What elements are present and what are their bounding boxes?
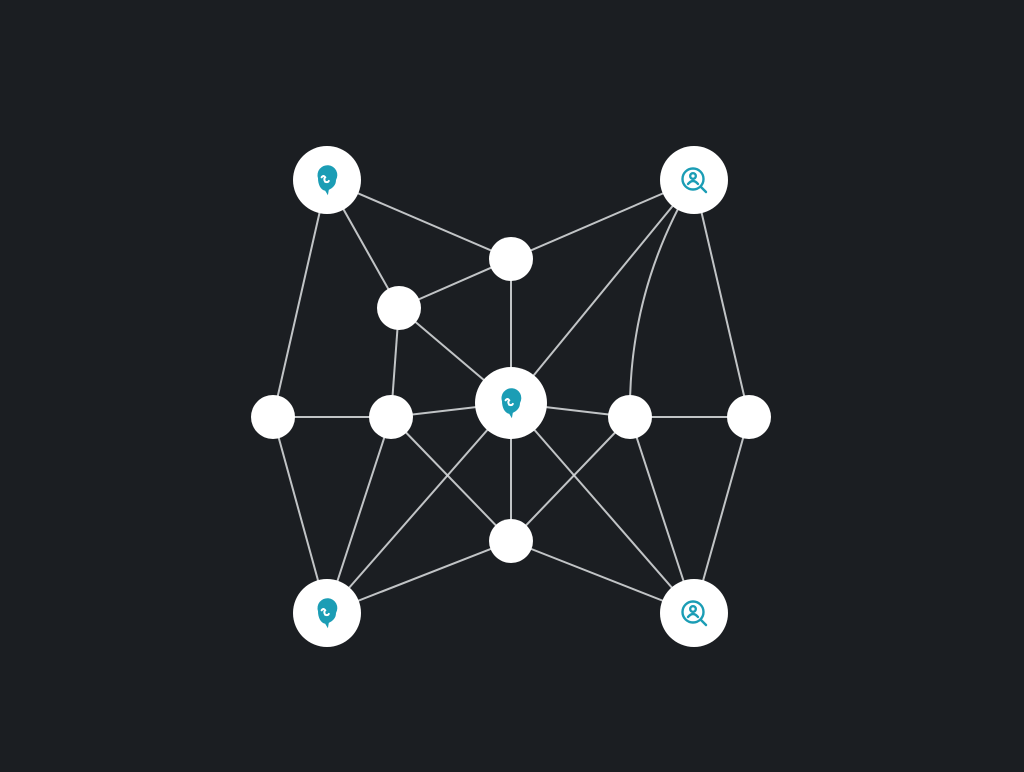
node-circle [489, 237, 533, 281]
chat-bubble-icon [317, 165, 338, 196]
node-bottom-left [293, 579, 361, 647]
edge-top-right-to-center [510, 179, 695, 404]
node-mid-left-outer [251, 395, 295, 439]
edge-mid-right-inner-to-bottom-right [629, 416, 695, 614]
edge-top-right-to-mid-right-inner [628, 179, 695, 418]
node-bottom-right [660, 579, 728, 647]
node-top-left [293, 146, 361, 214]
person-body [686, 179, 700, 186]
node-top-right [660, 146, 728, 214]
chat-bubble-mark [320, 607, 330, 617]
edge-mid-right-inner-to-bottom-center [510, 416, 631, 542]
edge-center-to-bottom-left [326, 402, 512, 614]
nodes-layer [251, 146, 771, 647]
node-mid-right-inner [608, 395, 652, 439]
node-circle [251, 395, 295, 439]
node-mid-left-inner [369, 395, 413, 439]
magnifier-handle [699, 618, 708, 627]
edge-mid-left-inner-to-bottom-center [390, 416, 512, 542]
edge-center-to-bottom-right [510, 402, 695, 614]
user-search-icon [681, 600, 708, 627]
magnifier-ring [681, 167, 705, 191]
node-upper-left-inner [377, 286, 421, 330]
node-mid-right-outer [727, 395, 771, 439]
node-circle [727, 395, 771, 439]
chat-bubble-mark [320, 174, 330, 184]
edge-top-left-to-mid-left-outer [272, 179, 328, 418]
person-head [689, 171, 698, 180]
chat-bubble-shape [317, 165, 338, 196]
chat-bubble-shape [501, 388, 522, 419]
person-head [689, 605, 698, 614]
node-circle [608, 395, 652, 439]
edge-top-right-to-mid-right-outer [693, 179, 750, 418]
node-circle [377, 286, 421, 330]
node-center [475, 367, 547, 439]
edge-mid-left-inner-to-bottom-left [326, 416, 392, 614]
chat-bubble-icon [317, 598, 338, 629]
magnifier-ring [681, 600, 705, 624]
person-body [686, 612, 700, 619]
node-bottom-center [489, 519, 533, 563]
node-top-center [489, 237, 533, 281]
user-search-icon [681, 167, 708, 194]
node-circle [489, 519, 533, 563]
chat-bubble-mark [504, 397, 514, 407]
magnifier-handle [699, 185, 708, 194]
node-circle [369, 395, 413, 439]
chat-bubble-icon [501, 388, 522, 419]
chat-bubble-shape [317, 598, 338, 629]
